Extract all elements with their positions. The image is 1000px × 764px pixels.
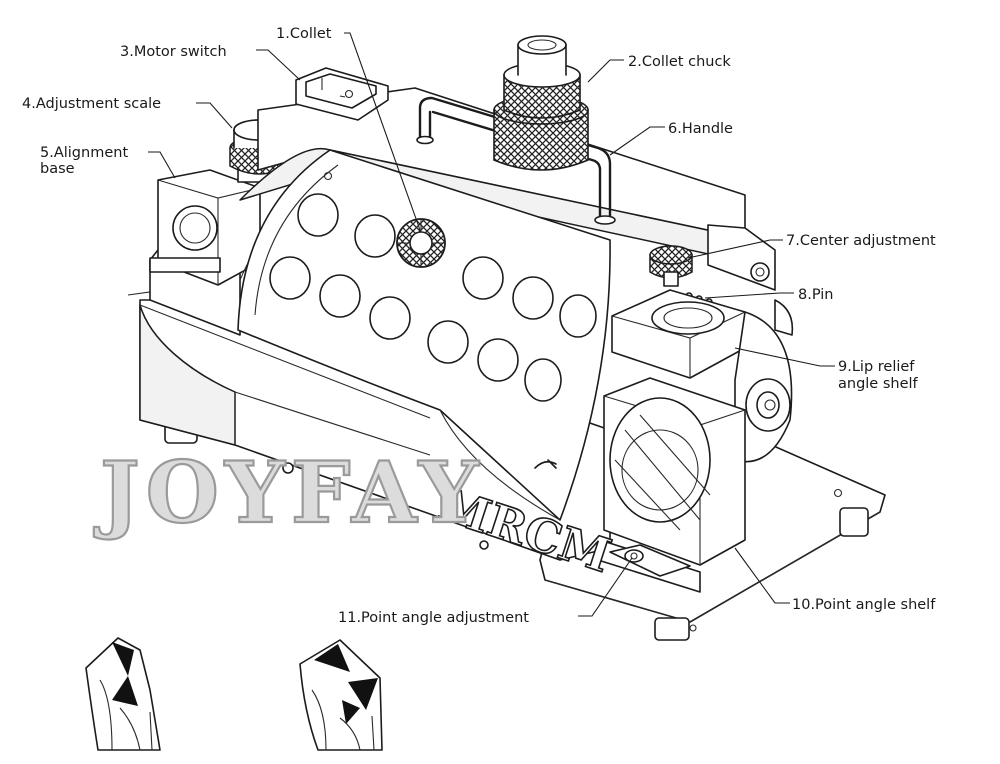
label-lip-relief-line1: 9.Lip relief xyxy=(838,359,915,375)
label-point-angle-adjustment: 11.Point angle adjustment xyxy=(338,610,529,626)
foot-right xyxy=(839,507,869,537)
label-handle: 6.Handle xyxy=(668,121,733,137)
collet-chuck xyxy=(493,35,589,171)
label-motor-switch: 3.Motor switch xyxy=(120,44,227,60)
label-adjustment-scale: 4.Adjustment scale xyxy=(22,96,161,112)
label-alignment-base-line2: base xyxy=(40,161,75,177)
label-collet: 1.Collet xyxy=(276,26,332,42)
point-angle-shelf xyxy=(597,377,746,593)
leader-lines xyxy=(148,32,835,617)
center-adjustment-knob xyxy=(649,245,693,287)
collet xyxy=(396,218,446,268)
callout-labels: 1.Collet 2.Collet chuck 3.Motor switch 4… xyxy=(22,26,936,626)
label-pin: 8.Pin xyxy=(798,287,833,303)
lip-relief-angle-shelf xyxy=(611,289,746,379)
drill-bit-before xyxy=(85,637,161,751)
machine-drawing xyxy=(127,35,886,641)
motor-switch xyxy=(295,67,389,121)
drum-holes xyxy=(269,193,597,402)
foot-front xyxy=(654,617,690,641)
alignment-base xyxy=(149,169,261,286)
handle xyxy=(418,96,612,220)
label-alignment-base-line1: 5.Alignment xyxy=(40,145,128,161)
label-point-angle-shelf: 10.Point angle shelf xyxy=(792,597,936,613)
label-lip-relief-line2: angle shelf xyxy=(838,376,919,392)
point-angle-adjustment xyxy=(624,549,644,563)
drum-cover xyxy=(237,149,611,521)
label-collet-chuck: 2.Collet chuck xyxy=(628,54,731,70)
drill-bit-after xyxy=(299,639,383,751)
watermark: JOYFAY xyxy=(93,443,485,542)
label-center-adjustment: 7.Center adjustment xyxy=(786,233,936,249)
